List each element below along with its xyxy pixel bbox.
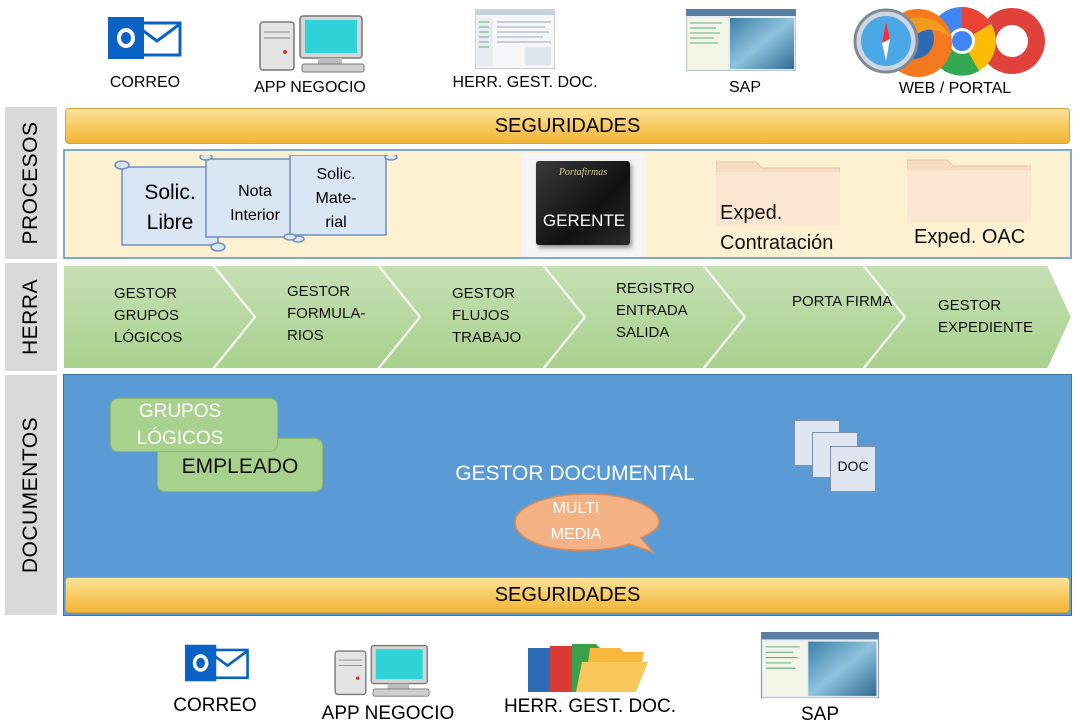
folder-label-contratacion: Exped. Contratación (720, 198, 833, 258)
tool-gestor-grupos-logicos-line1: GESTOR (114, 285, 178, 302)
note-solic-libre-line1: Solic. (144, 181, 196, 204)
top-app-label-correo: CORREO (109, 74, 181, 91)
outlook-icon (108, 17, 182, 59)
empleado-label: EMPLEADO (181, 455, 299, 478)
tool-gestor-grupos-logicos-line2: GRUPOS (114, 307, 180, 324)
note-solic-material: Solic. Mate- rial (296, 163, 376, 235)
tool-porta-firma: PORTA FIRMA (792, 291, 892, 313)
computer-icon (334, 644, 430, 697)
folder-label-oac: Exped. OAC (914, 226, 1026, 248)
portafirmas-book: Portafirmas (536, 161, 630, 245)
doc-page-front (830, 446, 876, 492)
top-app-label-sap: SAP (728, 79, 761, 96)
portafirmas-photo: Portafirmas GERENTE (522, 153, 646, 257)
top-app-label-web-portal: WEB / PORTAL (898, 80, 1012, 97)
tool-gestor-formularios-line2: FORMULA- (287, 305, 366, 322)
layer-label-herra: HERRA (5, 263, 57, 371)
layer-label-procesos: PROCESOS (5, 107, 57, 259)
layer-label-documentos: DOCUMENTOS (5, 375, 57, 615)
tool-gestor-flujos-trabajo-line1: GESTOR (452, 285, 516, 302)
portafirmas-brand: Portafirmas (558, 167, 608, 178)
note-nota-interior: Nota Interior (215, 180, 295, 228)
tool-gestor-grupos-logicos-line3: LÓGICOS (114, 329, 183, 346)
multimedia-line1: MULTI (552, 500, 600, 517)
doc-label: DOC (837, 458, 869, 474)
tool-gestor-formularios-line3: RIOS (287, 327, 324, 344)
seguridades-bar-bottom: SEGURIDADES (65, 577, 1070, 613)
note-nota-interior-line2: Interior (230, 207, 280, 224)
computer-icon (259, 15, 365, 73)
seguridades-bar-top: SEGURIDADES (65, 108, 1070, 144)
tool-gestor-flujos-trabajo-line3: TRABAJO (452, 329, 522, 346)
herra-chevrons (63, 264, 1073, 370)
tool-gestor-formularios-line1: GESTOR (287, 283, 351, 300)
grupos-logicos-line2: LÓGICOS (136, 428, 224, 449)
browsers-icon (853, 7, 1045, 77)
tool-gestor-expediente-line2: EXPEDIENTE (938, 319, 1034, 336)
form-scrolls-icon (114, 155, 398, 252)
layer-label-herra-text: HERRA (19, 278, 42, 356)
tool-gestor-grupos-logicos: GESTOR GRUPOS LÓGICOS (114, 283, 182, 349)
tool-porta-firma-line1: PORTA FIRMA (792, 293, 893, 310)
folders-icon (528, 644, 648, 692)
note-solic-libre-line2: Libre (146, 211, 194, 234)
folder-icon-contratacion (716, 161, 840, 226)
tool-registro-entrada-salida-line2: ENTRADA (616, 302, 688, 319)
tool-gestor-flujos-trabajo-line2: FLUJOS (452, 307, 510, 324)
note-solic-material-line1: Solic. (316, 166, 356, 183)
top-app-label-app-negocio: APP NEGOCIO (254, 79, 366, 96)
tool-registro-entrada-salida-line1: REGISTRO (616, 280, 695, 297)
portafirmas-gerente-label: GERENTE (542, 211, 626, 230)
multimedia-line2: MEDIA (550, 526, 602, 543)
note-nota-interior-line1: Nota (238, 183, 272, 200)
folder-label-contratacion-line1: Exped. (720, 202, 783, 224)
folder-icon-oac (907, 159, 1031, 222)
tool-registro-entrada-salida: REGISTRO ENTRADA SALIDA (616, 278, 694, 344)
multimedia-label: MULTI MEDIA (516, 496, 636, 548)
bottom-app-label-sap: SAP (800, 704, 840, 725)
grupos-logicos-line1: GRUPOS (138, 401, 222, 422)
tool-gestor-formularios: GESTOR FORMULA- RIOS (287, 281, 365, 347)
top-app-label-herr-gest-doc: HERR. GEST. DOC. (452, 74, 598, 91)
sap-screen-icon (686, 9, 796, 71)
outlook-icon (184, 644, 249, 682)
note-solic-material-line2: Mate- (315, 190, 357, 207)
tool-gestor-flujos-trabajo: GESTOR FLUJOS TRABAJO (452, 283, 521, 349)
layer-label-procesos-text: PROCESOS (19, 121, 42, 245)
tool-gestor-expediente-line1: GESTOR (938, 297, 1002, 314)
tool-registro-entrada-salida-line3: SALIDA (616, 324, 670, 341)
bottom-app-label-herr-gest-doc: HERR. GEST. DOC. (503, 696, 677, 717)
grupos-logicos-label: GRUPOS LÓGICOS (110, 398, 250, 452)
bottom-app-label-correo: CORREO (173, 695, 257, 716)
note-solic-libre: Solic. Libre (130, 178, 210, 238)
grupos-logicos-box (110, 398, 278, 452)
gestor-documental-label: GESTOR DOCUMENTAL (455, 462, 695, 485)
bottom-app-label-app-negocio: APP NEGOCIO (321, 703, 455, 724)
multimedia-callout (514, 493, 660, 554)
layer-label-documentos-text: DOCUMENTOS (19, 416, 42, 574)
note-solic-material-line3: rial (325, 214, 347, 231)
folder-label-contratacion-line2: Contratación (720, 232, 834, 254)
tool-gestor-expediente: GESTOR EXPEDIENTE (938, 295, 1033, 339)
sap-screen-icon (760, 632, 880, 698)
document-manager-icon (475, 9, 555, 69)
